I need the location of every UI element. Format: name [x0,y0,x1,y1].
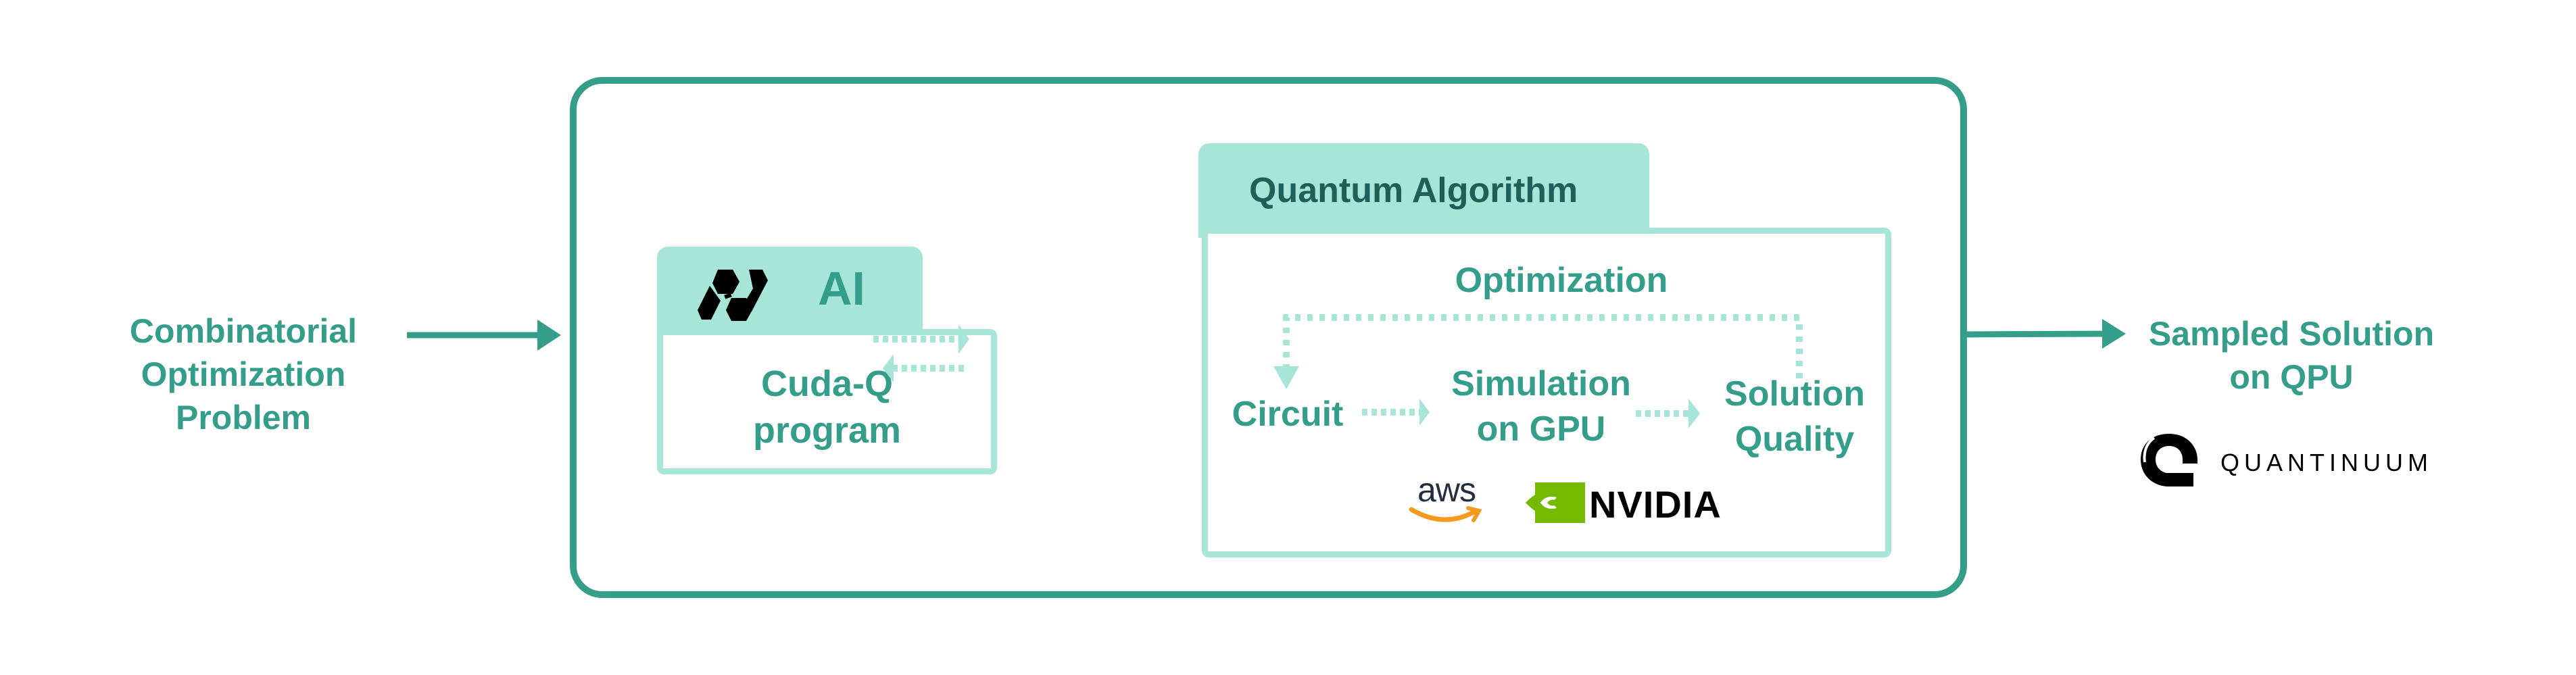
circuit-to-simulation-arrow [1362,399,1430,426]
step-simulation-on-gpu: Simulation on GPU [1426,361,1656,451]
output-label-line: on QPU [2229,358,2354,396]
pipeline-container [570,77,1967,598]
ai-panel-line: Cuda-Q [761,364,893,404]
step-solution-line: Quality [1734,419,1855,459]
ai-panel: Cuda-Q program [657,329,997,474]
ai-tab: AI [657,247,923,338]
step-simulation-line: on GPU [1476,409,1606,449]
step-circuit: Circuit [1213,392,1362,437]
quantinuum-mark-icon [2141,434,2197,486]
aws-smile-icon [1409,506,1482,522]
ai-to-quantum-arrow [873,324,969,354]
step-circuit-label: Circuit [1232,395,1344,434]
output-label: Sampled Solution on QPU [2129,312,2454,399]
quantum-algorithm-tab-label: Quantum Algorithm [1249,171,1578,210]
ai-tab-label: AI [818,262,865,315]
input-arrow [407,320,561,351]
quantinuum-logo: QUANTINUUM [2139,432,2477,493]
input-label-line: Problem [175,399,312,436]
quantum-algorithm-tab: Quantum Algorithm [1198,143,1649,238]
step-solution-quality: Solution Quality [1703,372,1886,461]
ai-panel-line: program [752,410,902,451]
quantum-to-ai-arrow [883,354,968,382]
nvidia-eye-icon [1526,482,1585,523]
aws-logo: aws [1406,473,1487,534]
input-label-line: Optimization [141,355,346,393]
optimization-loop [1273,314,1803,389]
output-label-line: Sampled Solution [2148,315,2435,353]
input-label: Combinatorial Optimization Problem [101,309,385,439]
nvidia-logo-text: NVIDIA [1589,483,1722,526]
simulation-to-quality-arrow [1636,399,1700,428]
hexagon-h-logo-icon [698,270,768,321]
output-arrow [1960,319,2126,349]
input-label-line: Combinatorial [129,312,358,350]
nvidia-logo: NVIDIA [1523,481,1753,528]
aws-logo-text: aws [1417,471,1476,509]
step-solution-line: Solution [1724,374,1865,414]
optimization-label: Optimization [1455,261,1668,300]
ai-panel-text: Cuda-Q program [663,361,991,454]
quantinuum-logo-text: QUANTINUUM [2220,449,2433,476]
step-simulation-line: Simulation [1451,364,1631,403]
